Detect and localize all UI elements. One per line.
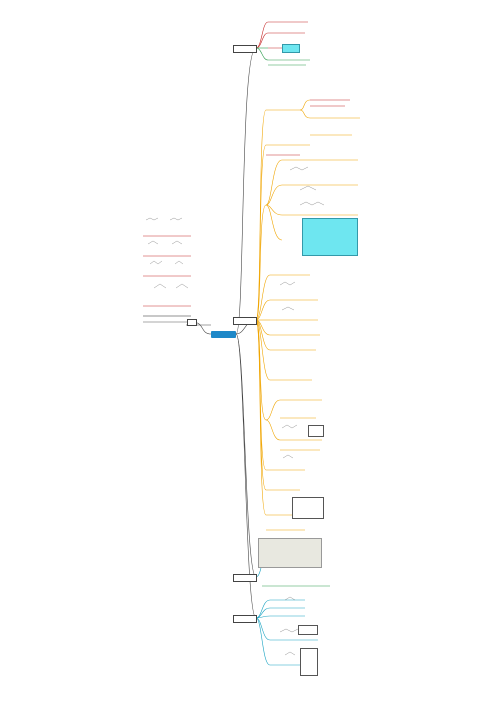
topic-2[interactable]: [233, 317, 257, 325]
formula-box-1: [292, 497, 324, 519]
branch-main: [255, 99, 360, 531]
topic-4[interactable]: [233, 615, 257, 623]
structure-marks: [145, 166, 325, 656]
branch-top: [255, 21, 310, 66]
highlight-box-mid: [302, 218, 358, 256]
embedded-image: [258, 538, 322, 568]
topic-1[interactable]: [233, 45, 257, 53]
root-node[interactable]: [211, 331, 236, 338]
formula-box-2: [298, 625, 318, 635]
formula-box-3: [300, 648, 318, 676]
left-topic[interactable]: [187, 319, 197, 326]
topic-3[interactable]: [233, 574, 257, 582]
highlight-box-top: [282, 44, 300, 53]
formula-box-4: [308, 425, 324, 437]
left-panel: [140, 215, 211, 326]
